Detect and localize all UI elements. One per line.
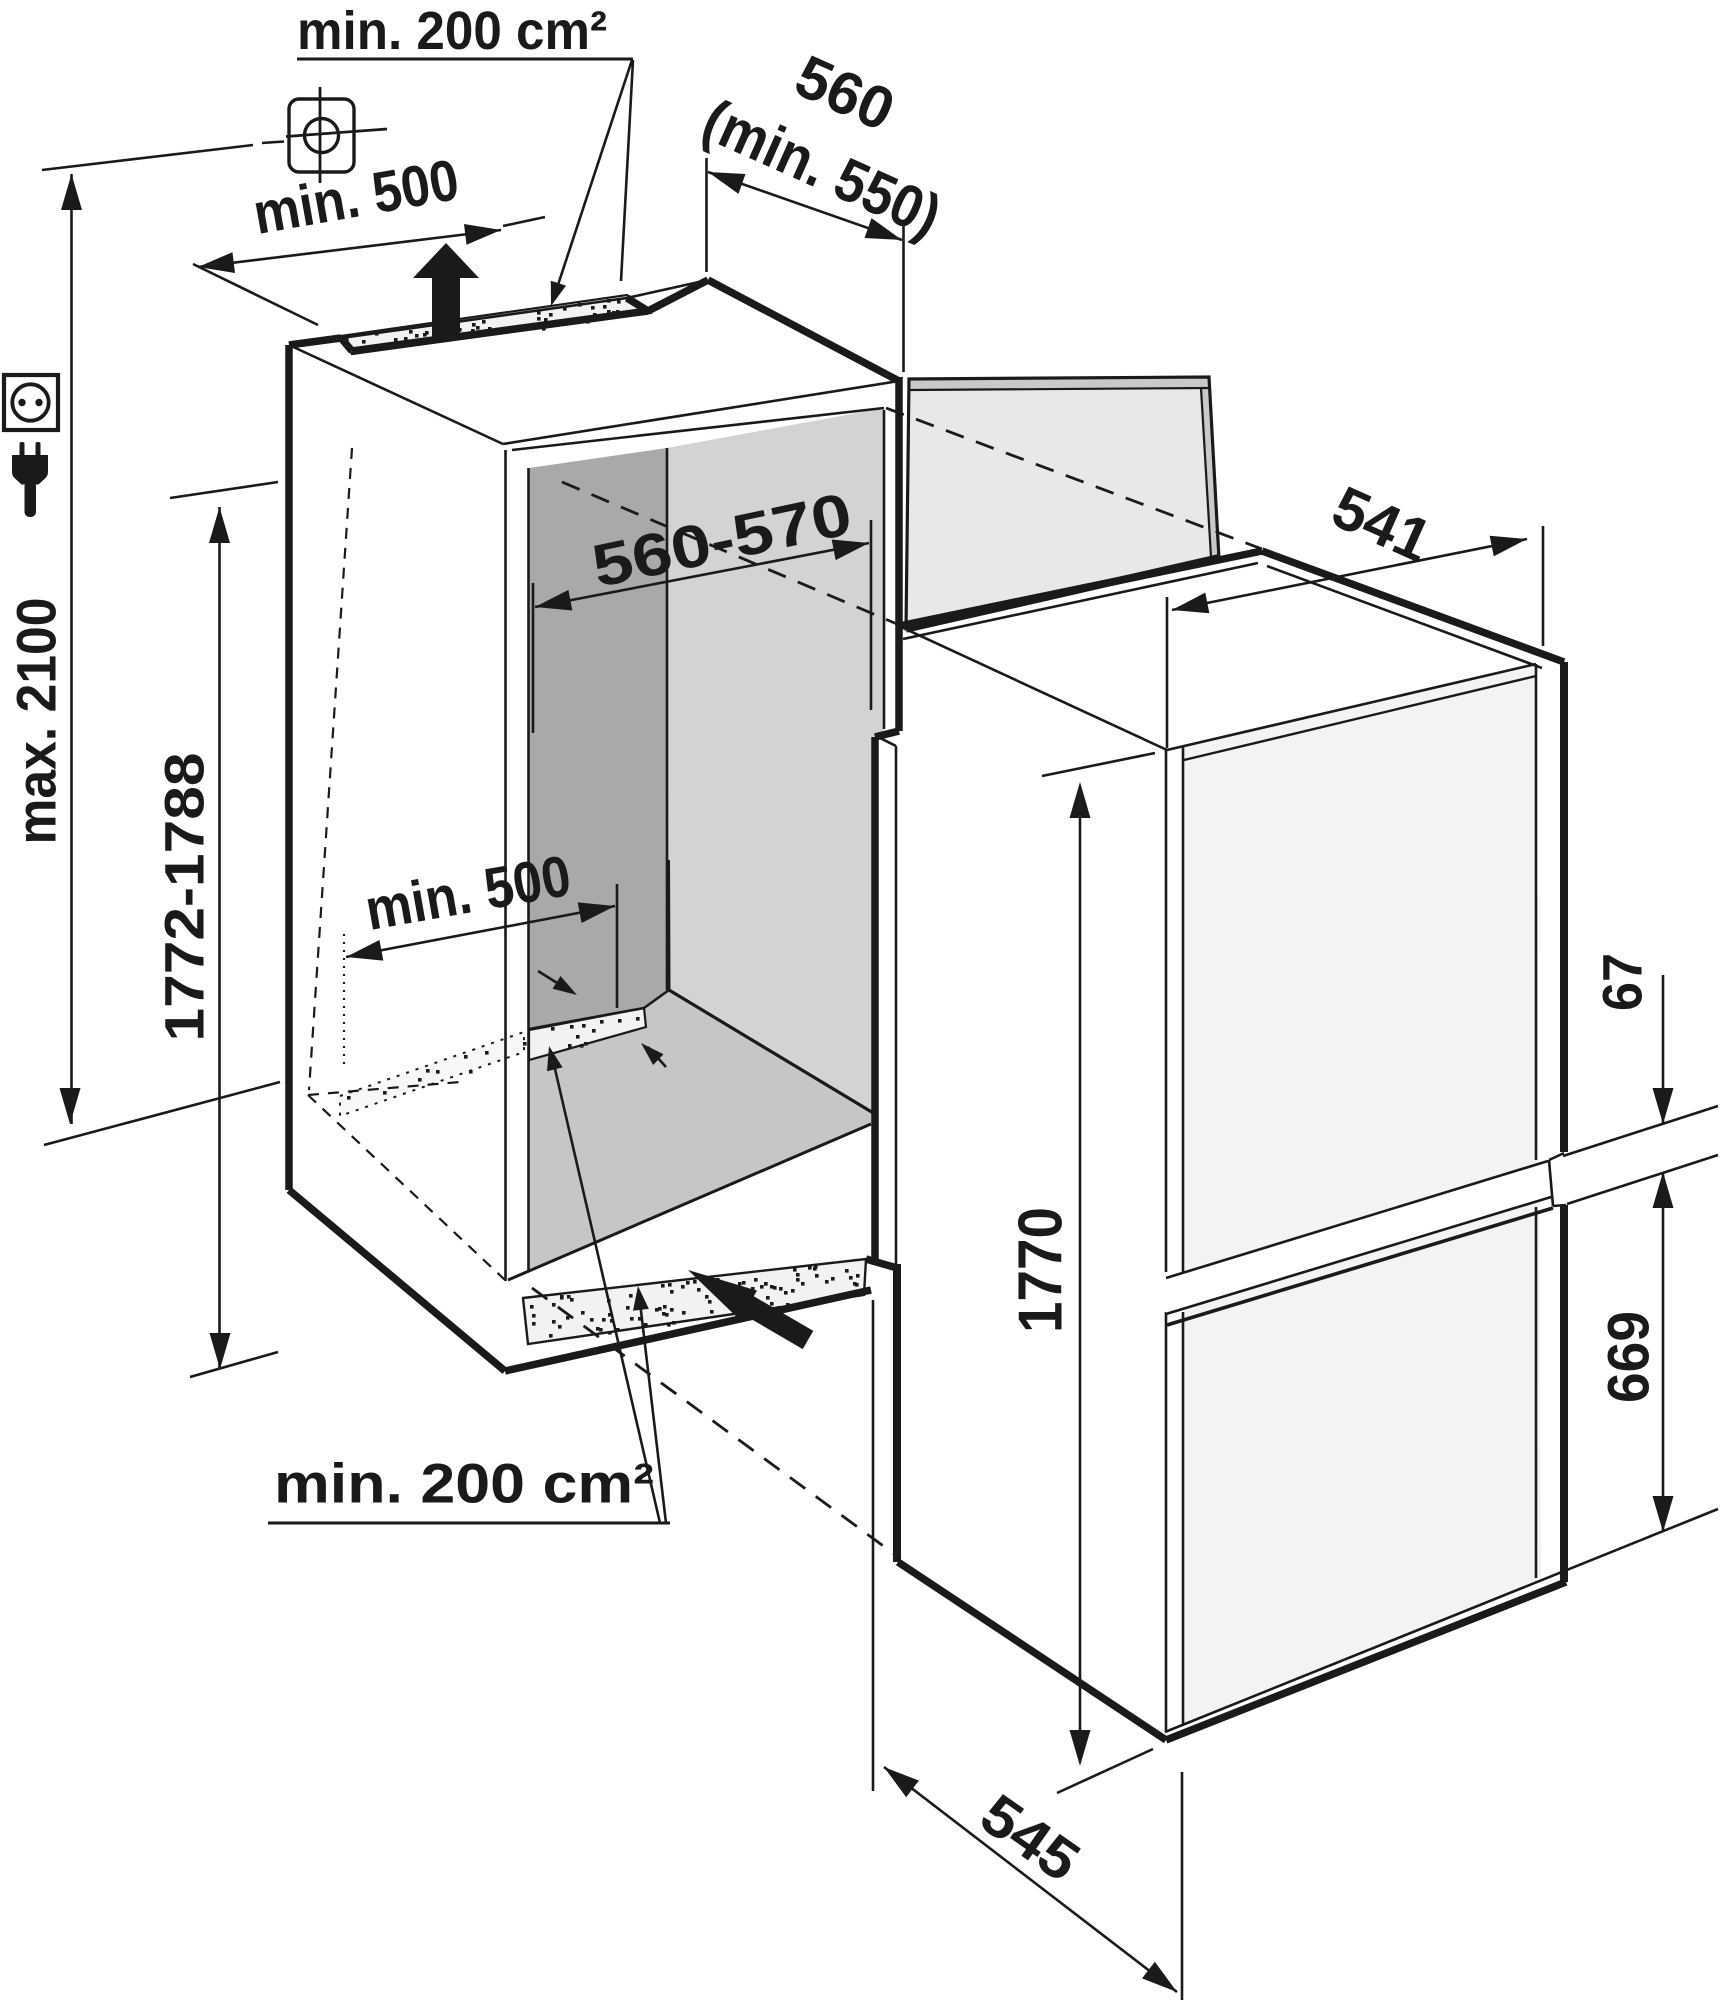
svg-text:669: 669	[1597, 1311, 1662, 1403]
svg-text:67: 67	[1591, 953, 1654, 1011]
svg-text:min. 200 cm²: min. 200 cm²	[297, 1, 607, 61]
svg-text:min. 200 cm²: min. 200 cm²	[274, 1452, 654, 1515]
svg-text:1772-1788: 1772-1788	[153, 753, 216, 1042]
svg-text:max. 2100: max. 2100	[5, 598, 68, 845]
svg-text:1770: 1770	[1007, 1207, 1076, 1333]
